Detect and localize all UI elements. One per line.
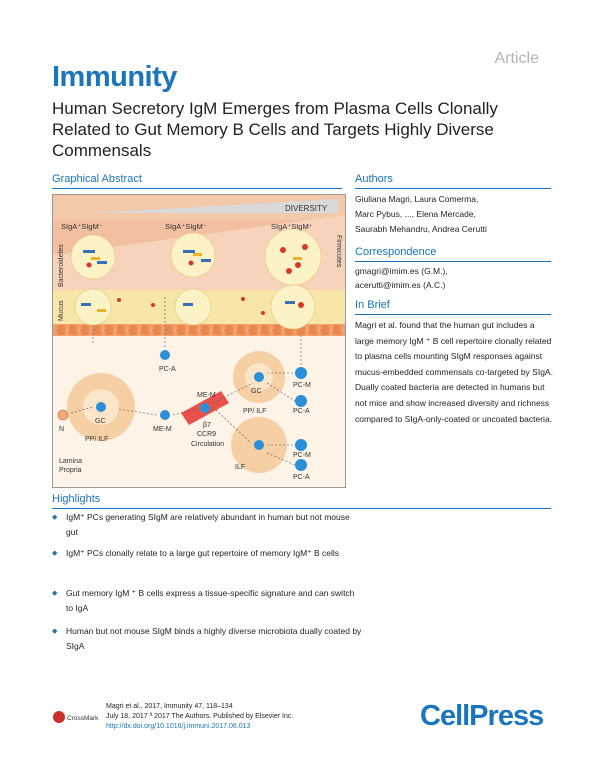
highlight-item: ◆ IgM⁺ PCs clonally relate to a large gu…: [52, 546, 362, 561]
crossmark-logo[interactable]: CrossMark: [52, 710, 102, 729]
article-type-label: Article: [494, 50, 539, 67]
column-label: SIgA⁺SIgM⁻: [165, 222, 207, 231]
bacteroidetes-label: Bacteroidetes: [58, 244, 65, 287]
crossmark-icon: [53, 711, 65, 723]
naive-label: N: [59, 426, 64, 433]
pc-m-label: PC-M: [293, 382, 311, 389]
column-label: SIgA⁺SIgM⁻: [61, 222, 103, 231]
gc-label: GC: [251, 388, 262, 395]
author-line: Saurabh Mehandru, Andrea Cerutti: [355, 224, 487, 234]
correspondence-heading: Correspondence: [355, 246, 437, 258]
section-divider: [355, 261, 551, 262]
highlight-item: ◆ Human but not mouse SIgM binds a highl…: [52, 626, 362, 651]
gc-label: GC: [95, 418, 106, 425]
cellpress-logo: CellPress: [420, 700, 544, 732]
bullet-icon: ◆: [52, 550, 58, 557]
propria-label: Propria: [59, 467, 82, 474]
bullet-icon: ◆: [52, 590, 58, 597]
mucus-label: Mucus: [58, 300, 65, 321]
in-brief-text: Magri et al. found that the human gut in…: [355, 320, 553, 424]
beta7-label: β7: [203, 422, 211, 429]
bullet-icon: ◆: [52, 628, 58, 635]
highlights-heading: Highlights: [52, 493, 101, 505]
b-cell: [96, 402, 106, 412]
citation-block: Magri et al., 2017, Immunity 47, 118–134…: [106, 702, 293, 732]
me-m-label: ME-M: [153, 426, 172, 433]
lamina-label: Lamina: [59, 458, 82, 465]
citation-line: July 18, 2017 ª 2017 The Authors. Publis…: [106, 713, 294, 720]
section-divider: [355, 188, 551, 189]
author-line: Marc Pybus, ..., Elena Mercade,: [355, 209, 476, 219]
graphical-abstract-figure: DIVERSITY SIgA⁺SIgM⁻ SIgA⁺SIgM⁻ SIgA⁺SIg…: [52, 194, 346, 488]
pp-ilf-label: PP/ ILF: [85, 436, 108, 443]
diversity-label: DIVERSITY: [285, 204, 328, 213]
bacteria-cluster: [174, 288, 212, 326]
firmicutes-label: Firmicutes: [335, 235, 342, 268]
circulation-label: Circulation: [191, 441, 224, 448]
ilf-label: ILF: [235, 464, 245, 471]
section-divider: [52, 508, 551, 509]
article-title: Human Secretory IgM Emerges from Plasma …: [52, 99, 498, 160]
section-divider: [355, 314, 551, 315]
doi-link[interactable]: http://dx.doi.org/10.1016/j.immuni.2017.…: [106, 723, 251, 730]
section-divider: [52, 188, 342, 189]
bullet-icon: ◆: [52, 514, 58, 521]
epithelium-layer: [53, 324, 345, 336]
bacteria-cluster: [74, 288, 112, 326]
journal-name: Immunity: [52, 61, 177, 93]
correspondence-emails[interactable]: gmagri@imim.es (G.M.), acerutti@imim.es …: [355, 264, 448, 292]
citation-line: Magri et al., 2017, Immunity 47, 118–134: [106, 703, 233, 710]
ccr9-label: CCR9: [197, 431, 216, 438]
pc-a-label: PC-A: [293, 408, 310, 415]
pc-a-label: PC-A: [159, 366, 176, 373]
email-link[interactable]: gmagri@imim.es (G.M.),: [355, 266, 448, 276]
authors-list: Giuliana Magri, Laura Comerma, Marc Pybu…: [355, 192, 555, 237]
graphical-abstract-heading: Graphical Abstract: [52, 173, 142, 185]
column-label: SIgA⁺SIgM⁺: [271, 222, 313, 231]
me-m-label: ME-M: [197, 392, 216, 399]
pc-a-label: PC-A: [293, 474, 310, 481]
in-brief-heading: In Brief: [355, 299, 390, 311]
author-line: Giuliana Magri, Laura Comerma,: [355, 194, 479, 204]
highlight-item: ◆ IgM⁺ PCs generating SIgM are relativel…: [52, 512, 350, 537]
pp-ilf-label: PP/ ILF: [243, 408, 266, 415]
pc-m-label: PC-M: [293, 452, 311, 459]
authors-heading: Authors: [355, 173, 393, 185]
graphical-abstract-illustration: DIVERSITY SIgA⁺SIgM⁻ SIgA⁺SIgM⁻ SIgA⁺SIg…: [53, 195, 345, 487]
bacteria-cluster: [270, 284, 316, 330]
diversity-wedge: [93, 199, 338, 213]
svg-text:CrossMark: CrossMark: [67, 715, 99, 722]
email-link[interactable]: acerutti@imim.es (A.C.): [355, 280, 446, 290]
highlight-item: ◆ Gut memory IgM ⁺ B cells express a tis…: [52, 588, 355, 613]
